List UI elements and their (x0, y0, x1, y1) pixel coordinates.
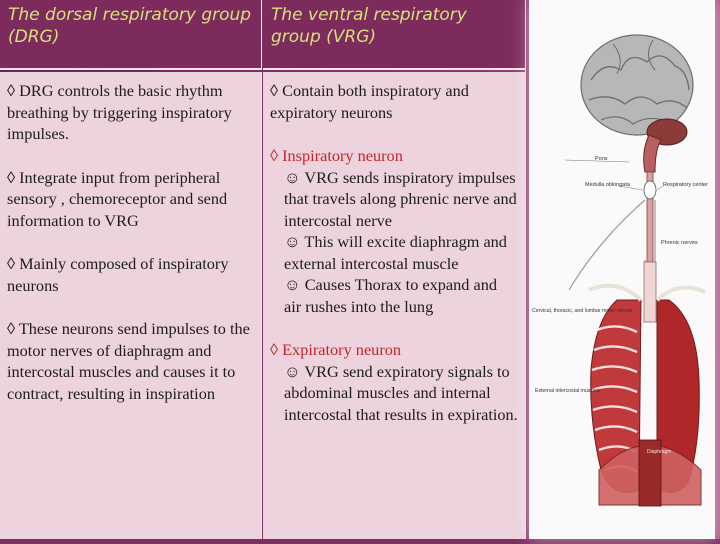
label-medulla: Medulla oblongata (585, 182, 631, 188)
comparison-table: The dorsal respiratory group (DRG) The v… (0, 0, 526, 539)
vrg-column-header: The ventral respiratory group (VRG) (263, 0, 525, 70)
inspiratory-item-1: ☺ VRG sends inspiratory impulses that tr… (284, 167, 517, 230)
inspiratory-item-3: ☺ Causes Thorax to expand and air rushes… (284, 275, 498, 316)
expiratory-item-1: ☺ VRG send expiratory signals to abdomin… (284, 361, 518, 424)
label-respiratory-center: Respiratory center (663, 182, 708, 188)
nerve-line-left (568, 199, 646, 291)
inspiratory-neuron-heading: ◊ Inspiratory neuron (270, 146, 403, 165)
label-phrenic-nerves: Phrenic nerves (661, 240, 698, 246)
drg-point-4: ◊ These neurons send impulses to the mot… (7, 319, 250, 403)
drg-point-3: ◊ Mainly composed of inspiratory neurons (7, 254, 229, 295)
drg-point-1: ◊ DRG controls the basic rhythm breathin… (7, 81, 232, 143)
rib-cage-icon (588, 283, 706, 493)
drg-point-2: ◊ Integrate input from peripheral sensor… (7, 167, 228, 230)
label-diaphragm: Diaphragm (647, 449, 671, 455)
inspiratory-item-2: ☺ This will excite diaphragm and externa… (284, 232, 507, 273)
spine-shape (638, 439, 662, 507)
trachea (643, 261, 657, 323)
anatomy-illustration: Pons Medulla oblongata Respiratory cente… (529, 0, 715, 539)
respiratory-center-marker (643, 180, 657, 200)
vrg-column-cell: ◊ Contain both inspiratory and expirator… (263, 72, 525, 539)
drg-column-header: The dorsal respiratory group (DRG) (0, 0, 262, 70)
respiratory-anatomy-figure: Pons Medulla oblongata Respiratory cente… (532, 34, 708, 507)
expiratory-neuron-heading: ◊ Expiratory neuron (270, 340, 402, 359)
label-motor-nerves: Cervical, thoracic, and lumbar motor ner… (532, 308, 633, 314)
label-pons: Pons (595, 156, 608, 162)
anatomy-illustration-panel: Pons Medulla oblongata Respiratory cente… (525, 0, 720, 539)
drg-column-cell: ◊ DRG controls the basic rhythm breathin… (0, 72, 262, 539)
vrg-intro: ◊ Contain both inspiratory and expirator… (270, 81, 469, 122)
label-external-intercostal: External intercostal muscles (535, 388, 600, 394)
brain-icon (580, 34, 694, 173)
